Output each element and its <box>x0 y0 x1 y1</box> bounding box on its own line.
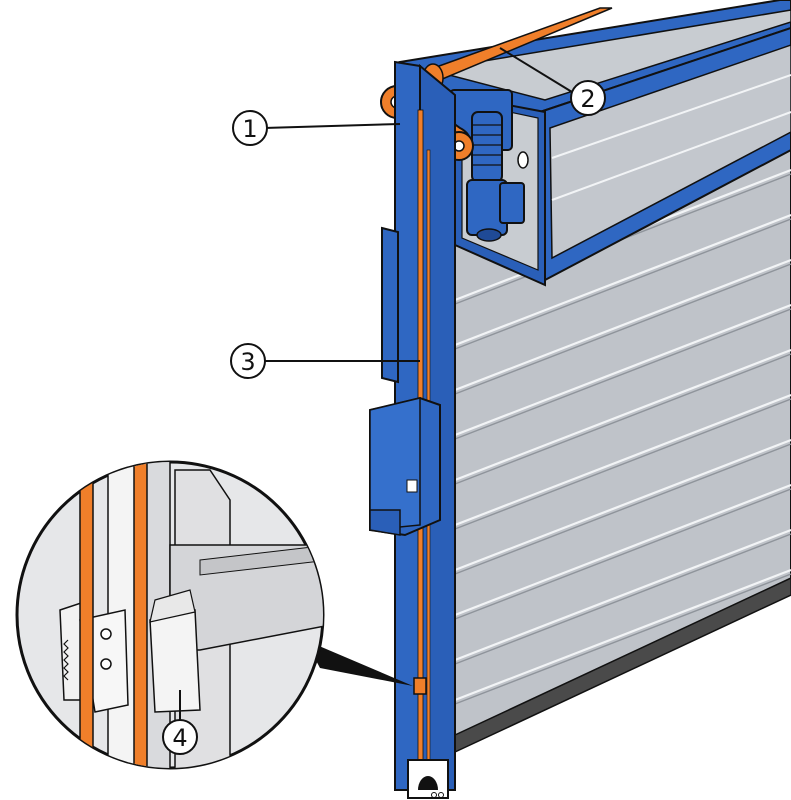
drive-motor <box>449 89 525 242</box>
bracket-plate <box>381 226 399 384</box>
detail-clamp-block <box>149 609 201 713</box>
callout-4-label: 4 <box>172 724 187 752</box>
detail-clamp <box>59 598 129 713</box>
callout-1-label: 1 <box>242 115 257 143</box>
belt-connector <box>413 677 427 695</box>
detail-belt-right <box>133 462 148 768</box>
control-box <box>369 396 441 537</box>
callout-3: 3 <box>230 343 420 379</box>
callout-4: 4 <box>162 690 198 755</box>
bottom-pulley <box>407 759 449 799</box>
callout-2-label: 2 <box>580 85 595 113</box>
callout-3-label: 3 <box>240 348 255 376</box>
detail-magnifier <box>15 460 413 770</box>
side-frame <box>369 60 456 799</box>
callout-2: 2 <box>499 47 606 116</box>
detail-belt-left <box>79 462 94 768</box>
callout-1: 1 <box>232 110 401 146</box>
